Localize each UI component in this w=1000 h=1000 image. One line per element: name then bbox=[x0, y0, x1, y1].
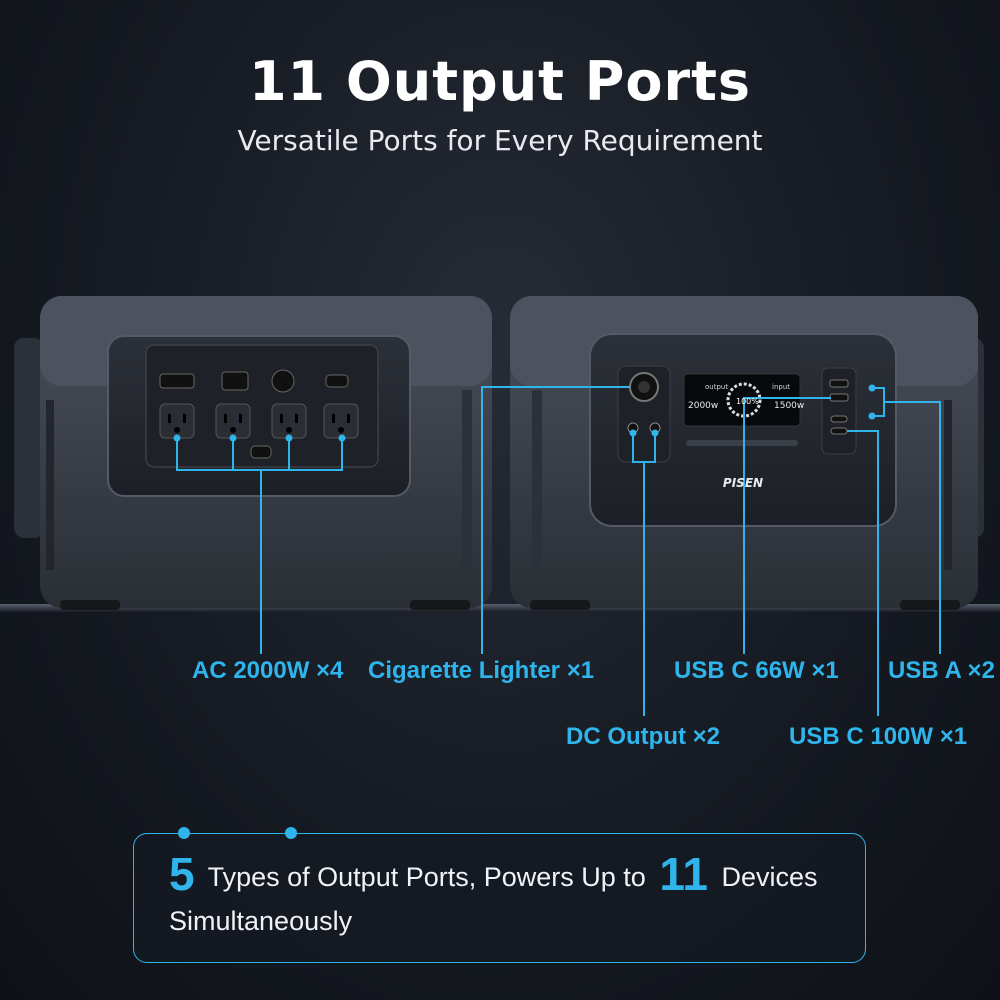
label-usb-c-66: USB C 66W ×1 bbox=[674, 657, 839, 684]
round-port bbox=[271, 369, 295, 393]
page-title: 11 Output Ports bbox=[248, 50, 752, 113]
label-usb-c-100: USB C 100W ×1 bbox=[789, 723, 968, 750]
summary-box: 5 Types of Output Ports, Powers Up to 11… bbox=[133, 833, 866, 963]
label-usb-a: USB A ×2 bbox=[888, 657, 995, 684]
dc-input-port bbox=[159, 373, 195, 389]
lcd-display bbox=[683, 373, 801, 427]
floor-edge bbox=[0, 604, 1000, 612]
usb-c-port-66 bbox=[830, 427, 848, 435]
summary-text-b: Devices Simultaneously bbox=[169, 862, 818, 936]
usb-c-port-100 bbox=[830, 415, 848, 423]
callout-dots bbox=[173, 384, 876, 442]
right-unit bbox=[510, 296, 984, 610]
ac-outlet-3 bbox=[271, 403, 307, 439]
display-battery: 100% bbox=[736, 397, 759, 406]
page-subtitle: Versatile Ports for Every Requirement bbox=[237, 124, 763, 157]
usb-a-port-2 bbox=[829, 393, 849, 402]
label-dc: DC Output ×2 bbox=[566, 723, 720, 750]
ac-input-port bbox=[221, 371, 249, 391]
label-ac: AC 2000W ×4 bbox=[192, 657, 344, 684]
usb-a-port-1 bbox=[829, 379, 849, 388]
display-input-watts: 1500w bbox=[774, 401, 804, 411]
summary-types-count: 5 bbox=[169, 848, 195, 900]
summary-devices-count: 11 bbox=[659, 848, 708, 900]
callout-lines bbox=[176, 386, 941, 716]
summary-dot-2 bbox=[285, 827, 297, 839]
summary-text-a: Types of Output Ports, Powers Up to bbox=[207, 862, 646, 892]
brand-logo: PISEN bbox=[723, 476, 763, 490]
left-unit bbox=[14, 296, 492, 610]
ac-outlet-4 bbox=[323, 403, 359, 439]
label-cigarette: Cigarette Lighter ×1 bbox=[368, 657, 595, 684]
summary-dot-1 bbox=[178, 827, 190, 839]
display-output-watts: 2000w bbox=[688, 401, 718, 411]
ac-outlet-2 bbox=[215, 403, 251, 439]
ac-outlet-1 bbox=[159, 403, 195, 439]
display-output-label: output bbox=[705, 383, 728, 391]
display-input-label: input bbox=[772, 383, 790, 391]
summary-text: 5 Types of Output Ports, Powers Up to 11… bbox=[169, 851, 849, 943]
